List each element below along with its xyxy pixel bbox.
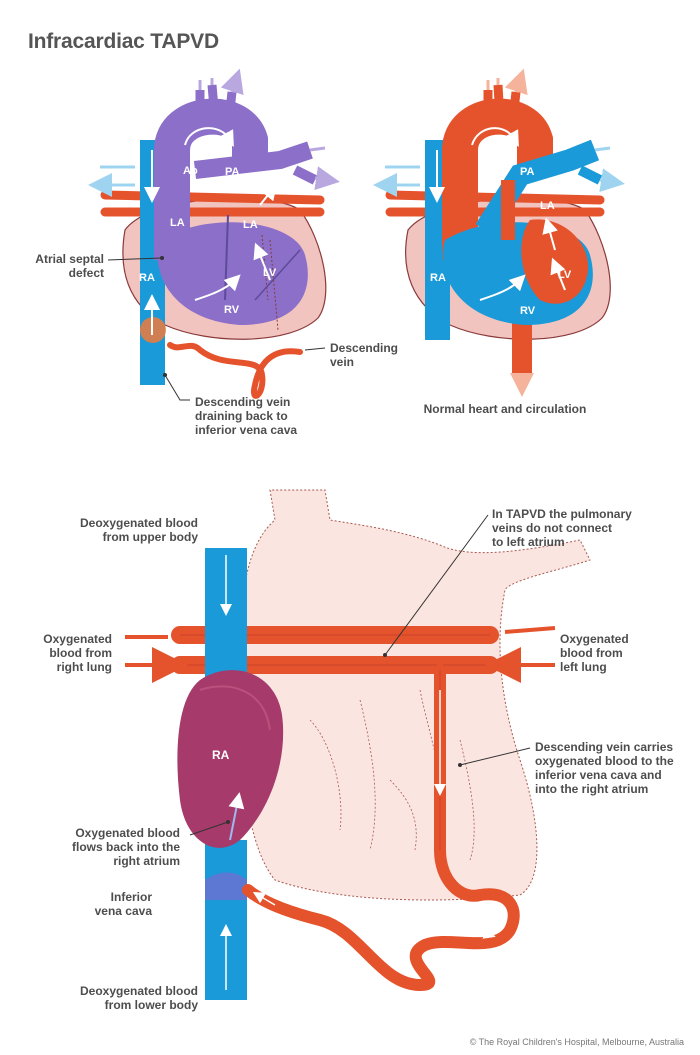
chamber-ra-detail: RA bbox=[212, 748, 230, 762]
page-title: Infracardiac TAPVD bbox=[28, 30, 219, 53]
label-oxy-right-lung: Oxygenated blood from right lung bbox=[43, 632, 112, 674]
chamber-pa-normal: PA bbox=[520, 166, 535, 178]
chamber-ao-normal: Ao bbox=[480, 165, 495, 177]
chamber-pa-tapvd: PA bbox=[225, 166, 240, 178]
chamber-la-tapvd-1: LA bbox=[170, 217, 185, 229]
chamber-rv-normal: RV bbox=[520, 305, 536, 317]
infracardiac-detail bbox=[125, 489, 591, 1000]
chamber-ao-tapvd: Ao bbox=[183, 165, 198, 177]
chamber-lv-tapvd: LV bbox=[263, 267, 277, 279]
tapvd-heart bbox=[100, 78, 328, 401]
chamber-la-tapvd-2: LA bbox=[243, 219, 258, 231]
chamber-ra-normal: RA bbox=[430, 272, 446, 284]
label-deoxy-lower: Deoxygenated blood from lower body bbox=[79, 984, 198, 1012]
label-deoxy-upper: Deoxygenated blood from upper body bbox=[79, 516, 198, 544]
label-oxy-flows-back: Oxygenated blood flows back into the rig… bbox=[71, 826, 180, 868]
chamber-ra-tapvd: RA bbox=[139, 272, 155, 284]
label-inferior-vena-cava: Inferior vena cava bbox=[94, 890, 152, 918]
chamber-la-normal: LA bbox=[540, 200, 555, 212]
normal-heart bbox=[385, 78, 613, 397]
label-descending-vein: Descending vein bbox=[330, 341, 399, 369]
label-atrial-septal-defect: Atrial septal defect bbox=[35, 252, 104, 280]
label-descending-vein-draining: Descending vein draining back to inferio… bbox=[195, 395, 298, 437]
label-descending-carries: Descending vein carries oxygenated blood… bbox=[535, 740, 674, 796]
label-oxy-left-lung: Oxygenated blood from left lung bbox=[560, 632, 629, 674]
chamber-rv-tapvd: RV bbox=[224, 304, 240, 316]
chamber-lv-normal: LV bbox=[558, 269, 572, 281]
caption-normal-heart: Normal heart and circulation bbox=[423, 402, 587, 416]
label-tapvd-note: In TAPVD the pulmonary veins do not conn… bbox=[492, 507, 632, 549]
copyright-notice: © The Royal Children's Hospital, Melbour… bbox=[469, 1037, 684, 1047]
